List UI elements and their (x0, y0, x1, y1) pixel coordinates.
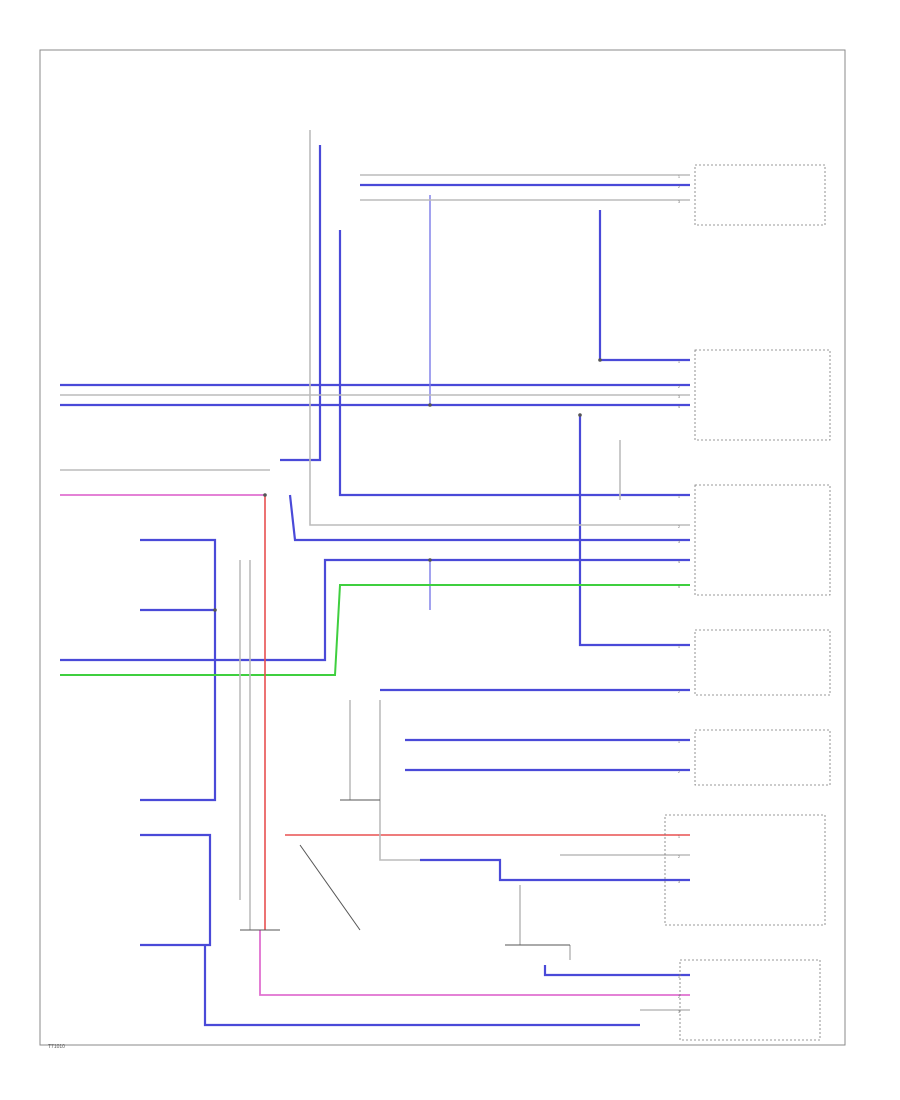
svg-text:4: 4 (678, 405, 680, 409)
transmission-box (694, 484, 831, 596)
electric-park-box (694, 729, 831, 786)
black-lines (240, 799, 570, 946)
engine-control-box (679, 959, 821, 1041)
svg-text:3: 3 (678, 395, 680, 399)
svg-text:2: 2 (678, 525, 680, 529)
svg-text:3: 3 (678, 540, 680, 544)
svg-text:3: 3 (678, 1010, 680, 1014)
svg-text:3: 3 (678, 200, 680, 204)
power-steering-box (694, 629, 831, 696)
svg-text:1: 1 (678, 175, 680, 179)
svg-text:1: 1 (678, 495, 680, 499)
svg-text:1: 1 (678, 975, 680, 979)
green-wires (60, 584, 690, 676)
diagram-frame (39, 49, 846, 1046)
blue-wires (60, 145, 690, 1027)
svg-text:1: 1 (678, 360, 680, 364)
svg-text:2: 2 (678, 995, 680, 999)
svg-text:2: 2 (678, 185, 680, 189)
svg-text:1: 1 (678, 740, 680, 744)
electronic-brake-box (694, 349, 831, 441)
gray-wires (60, 130, 690, 1011)
svg-text:5: 5 (678, 585, 680, 589)
svg-text:2: 2 (678, 690, 680, 694)
junction-dots (213, 358, 602, 612)
connector-pins: 1 2 3 1 2 3 4 1 2 3 4 5 1 2 1 2 1 2 3 1 … (678, 175, 680, 1014)
svg-text:2: 2 (678, 855, 680, 859)
central-gateway-box (664, 814, 826, 926)
svg-text:2: 2 (678, 385, 680, 389)
svg-text:1: 1 (678, 645, 680, 649)
svg-text:4: 4 (678, 560, 680, 564)
component-boxes (664, 164, 831, 1041)
svg-text:3: 3 (678, 880, 680, 884)
red-wires (60, 494, 690, 996)
svg-text:1: 1 (678, 835, 680, 839)
svg-text:2: 2 (678, 770, 680, 774)
page-code: T71010 (48, 1044, 65, 1050)
fuel-pump-box (694, 164, 826, 226)
